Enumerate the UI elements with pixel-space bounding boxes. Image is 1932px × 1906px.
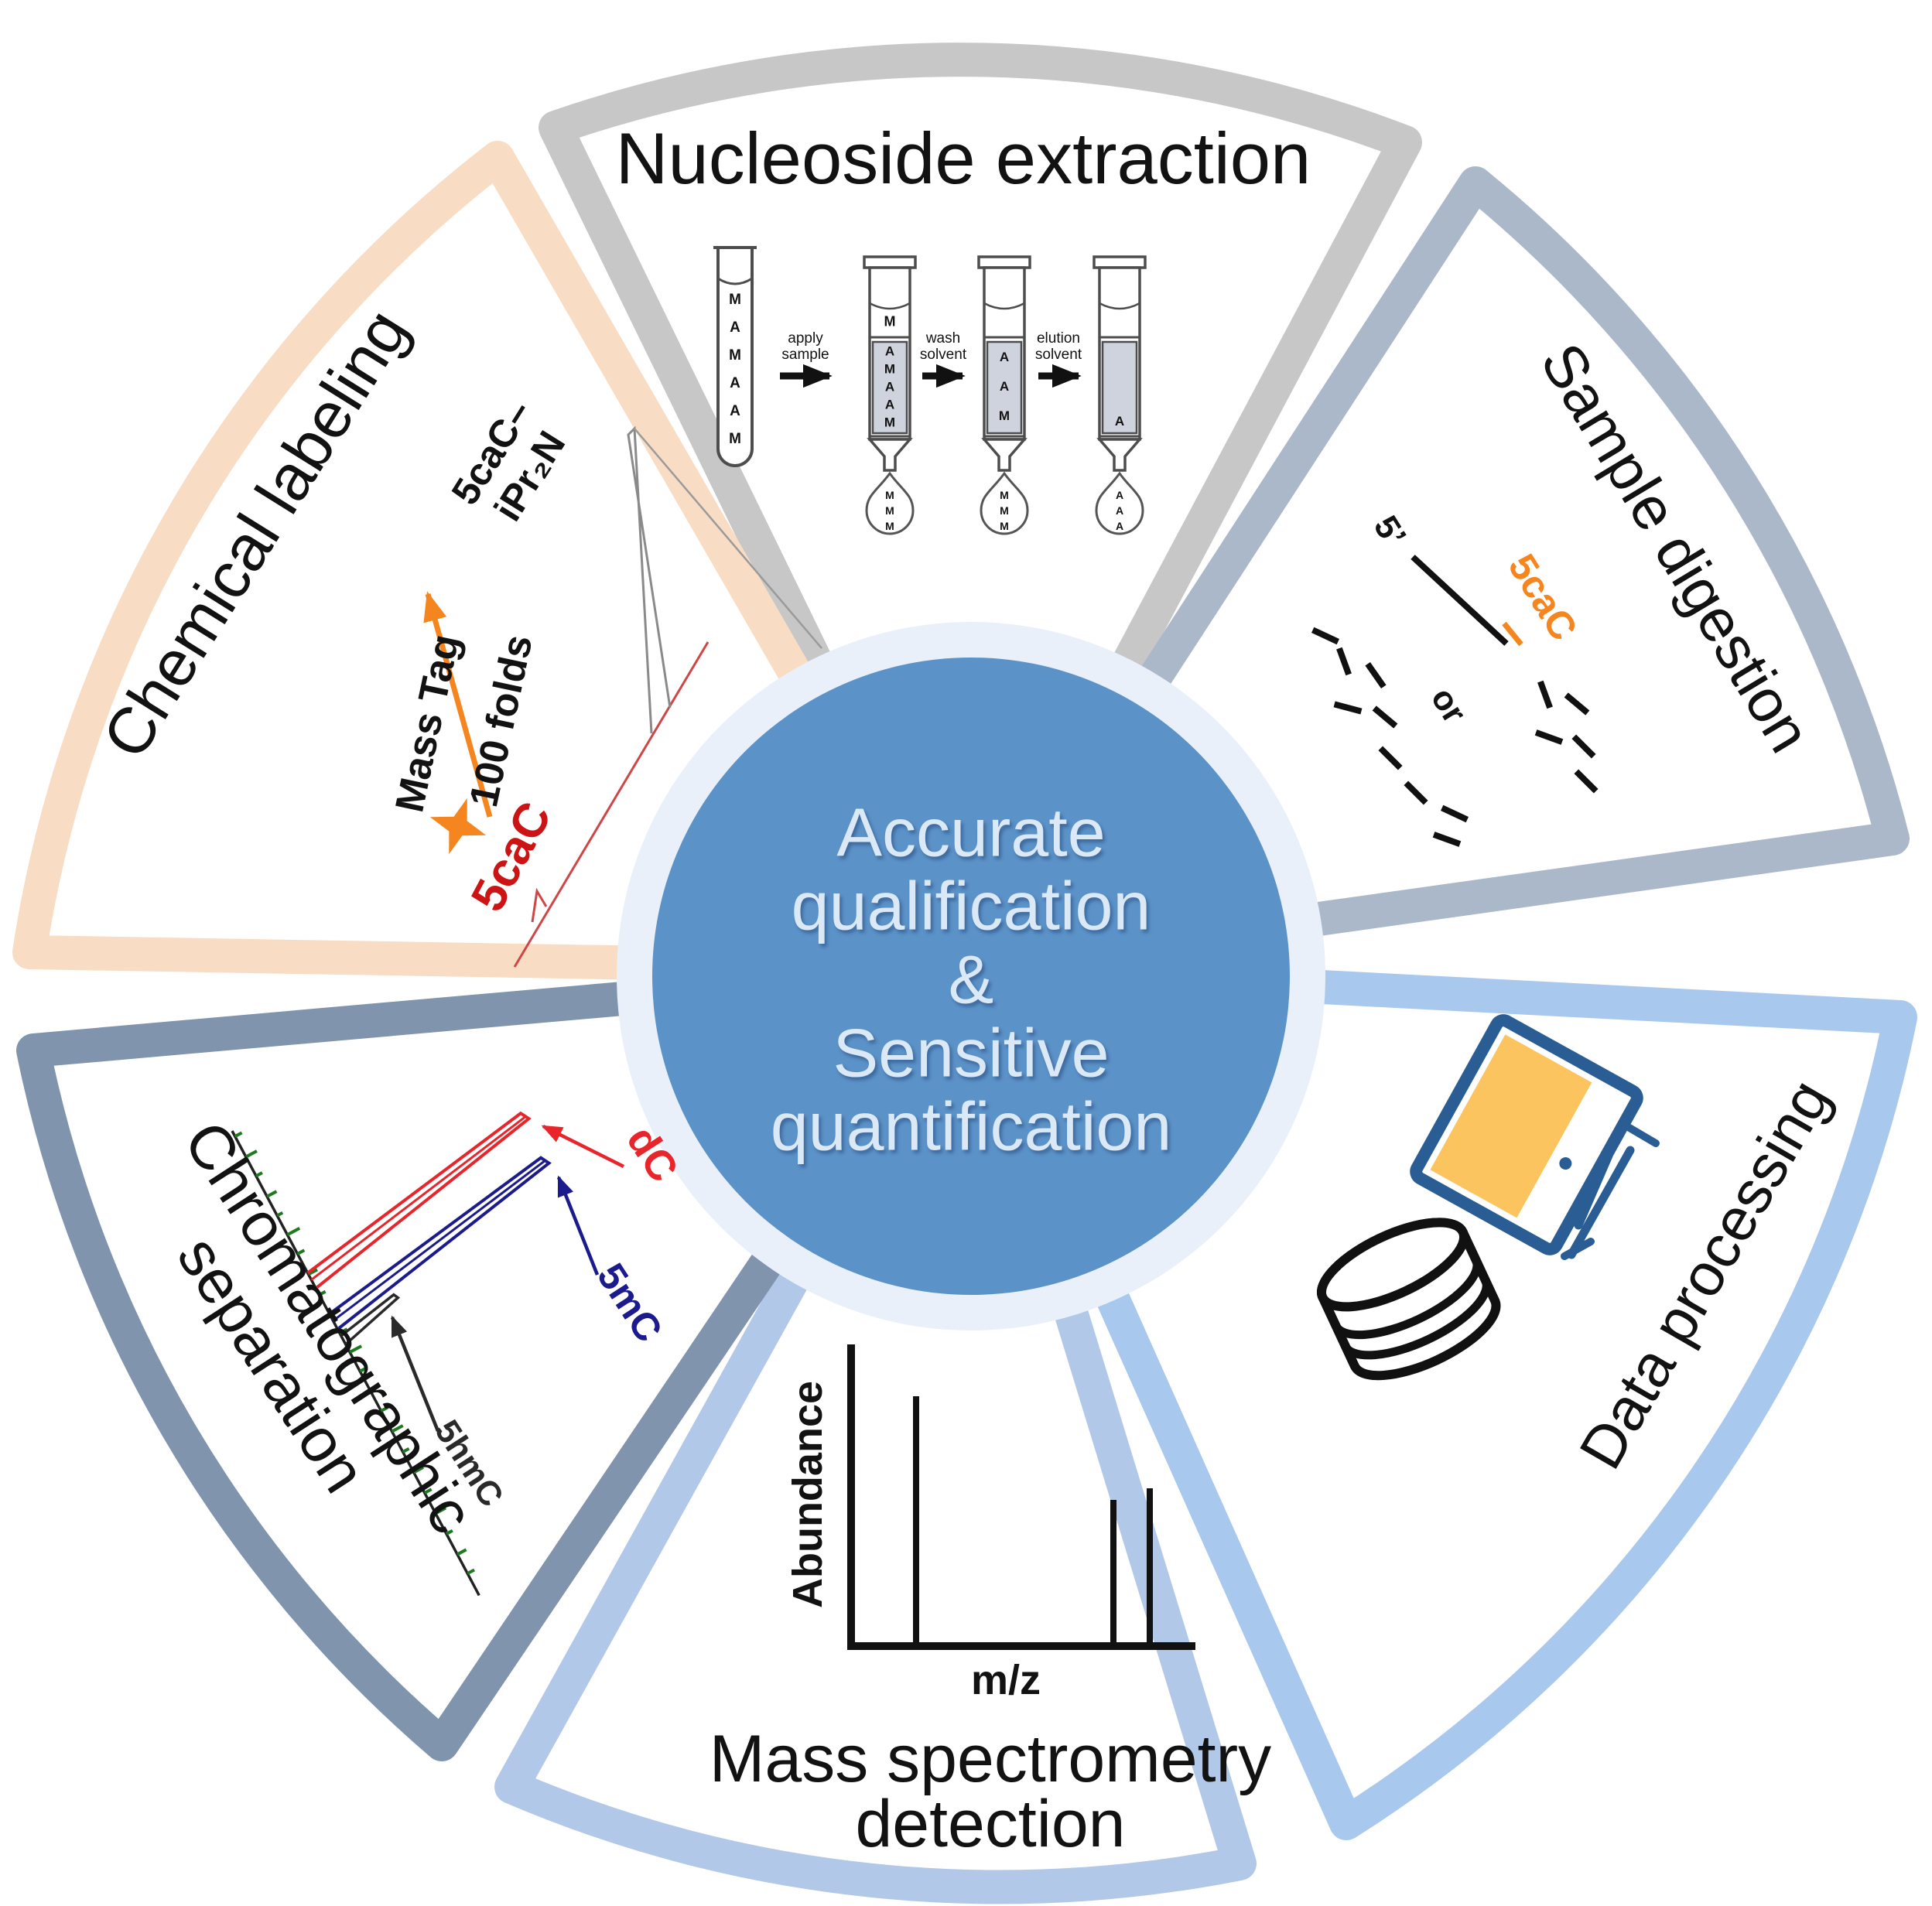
fragment-dash: [1311, 627, 1340, 645]
baseline-noise: [234, 1131, 475, 1575]
fragment-dash: [1534, 729, 1564, 745]
fragment-dash: [1537, 680, 1553, 709]
spin-column-icon: [977, 255, 1031, 472]
step-label-wash-solvent: wash solvent: [919, 330, 967, 363]
mass-spectrum-chart: [847, 1344, 1195, 1650]
test-tube-icon: [713, 246, 757, 467]
monitor-stand: [1561, 1124, 1660, 1260]
spectrum-xlabel: m/z: [970, 1656, 1041, 1703]
mc-peaks: [332, 1160, 545, 1322]
droplet-icon: [1095, 471, 1144, 535]
mc-peaks: [328, 1156, 552, 1330]
spectrum-ylabel: Abundance: [784, 1380, 831, 1609]
tube-letters: M A M A A M: [729, 292, 741, 447]
chromatogram-baseline: [231, 1130, 480, 1597]
wedge-mass-spectrometry: [494, 951, 1257, 1904]
monitor-screen: [1430, 1034, 1592, 1218]
hmc-arrow: [390, 1315, 440, 1432]
column-letters: A M A A M: [884, 343, 896, 430]
monitor-button: [1559, 1157, 1572, 1170]
fragment-dash: [1333, 701, 1363, 715]
dc-peaks: [306, 1111, 532, 1289]
dc-peaks: [310, 1116, 525, 1281]
fragment-dash: [1378, 746, 1403, 770]
star-icon: [429, 798, 487, 855]
droplet-letters: A A A: [1115, 489, 1124, 532]
labeled-product-peak: [627, 425, 672, 734]
center-circle: [652, 658, 1290, 1295]
fragment-dash: [1365, 661, 1387, 689]
column-letters: A: [1114, 413, 1125, 429]
center-statement: Accurate qualification & Sensitive quant…: [770, 794, 1172, 1165]
mass-tag-arrow: [423, 591, 493, 818]
digestion-illustration: [1311, 555, 1599, 847]
droplet-letters: M M M: [1000, 489, 1009, 532]
hmc-peak: [340, 1293, 401, 1344]
digested-fragments: [1311, 627, 1599, 847]
unlabeled-5cac-bump: [531, 887, 548, 923]
labeling-trace-baseline: [513, 641, 710, 968]
mc-arrow: [556, 1175, 600, 1276]
fragment-dash: [1404, 781, 1428, 805]
database-icon: [1316, 1218, 1501, 1381]
fragment-dash: [1571, 734, 1596, 759]
fragment-dash: [1336, 647, 1352, 676]
spin-column-icon: [863, 255, 917, 472]
spectrum-axes: [847, 1344, 1195, 1650]
chromatogram: [231, 1111, 625, 1597]
fragment-dash: [1564, 692, 1590, 716]
droplet-icon: [980, 471, 1029, 535]
step-label-apply-sample: apply sample: [781, 330, 829, 363]
labeled-product-peak: [634, 428, 822, 649]
fragment-dash: [1574, 769, 1599, 794]
dna-strand-line: [1411, 555, 1509, 646]
fragment-dash: [1372, 705, 1398, 729]
nucleoside-illustration: [713, 246, 1147, 535]
data-processing-icons: [1316, 1014, 1660, 1381]
segment-title-mass-spectrometry: Mass spectrometry detection: [709, 1722, 1272, 1861]
modified-base-tick: [1502, 621, 1523, 647]
spin-column-icon: [1093, 255, 1147, 472]
column-top-letter: M: [884, 313, 896, 330]
step-label-elution-solvent: elution solvent: [1034, 330, 1082, 363]
monitor-icon: [1410, 1014, 1643, 1255]
column-letters: A A M: [998, 350, 1010, 423]
chemical-labeling-illustration: [423, 425, 822, 968]
droplet-icon: [865, 471, 915, 535]
fragment-dash: [1432, 832, 1462, 847]
droplet-letters: M M M: [885, 489, 894, 532]
segment-title-nucleoside-extraction: Nucleoside extraction: [615, 118, 1311, 200]
fragment-dash: [1440, 804, 1469, 823]
dc-arrow: [541, 1124, 625, 1169]
